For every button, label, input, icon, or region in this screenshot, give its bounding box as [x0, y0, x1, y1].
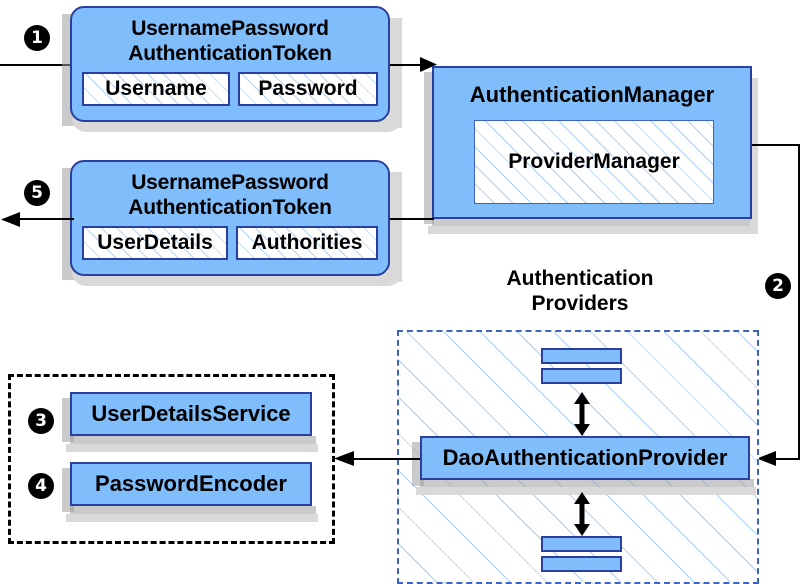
- dao-authentication-provider-box[interactable]: DaoAuthenticationProvider: [420, 436, 750, 480]
- manager-right-exit-line: [752, 144, 800, 146]
- request-token-title: UsernamePassword AuthenticationToken: [128, 17, 332, 65]
- provider-entry-line: [770, 458, 800, 460]
- request-to-manager-line: [390, 64, 424, 66]
- user-details-service-shadow-bottom-light: [66, 444, 318, 452]
- arrow-left-icon: [757, 451, 776, 466]
- auth-manager-shadow-right: [750, 78, 758, 228]
- authentication-manager-box[interactable]: AuthenticationManager ProviderManager: [432, 66, 752, 219]
- password-encoder-box[interactable]: PasswordEncoder: [70, 462, 312, 506]
- incoming-request-line: [0, 64, 72, 66]
- step-marker-5: 5: [24, 180, 50, 206]
- manager-down-line: [798, 144, 800, 460]
- response-token-card[interactable]: UsernamePassword AuthenticationToken Use…: [70, 160, 390, 276]
- response-token-slots: UserDetails Authorities: [72, 226, 388, 260]
- step-marker-1: 1: [24, 25, 50, 51]
- provider-manager-label: ProviderManager: [508, 150, 680, 173]
- user-details-service-shadow-bottom: [70, 436, 316, 446]
- auth-manager-shadow-bottom: [432, 218, 754, 228]
- other-provider-bottom-1[interactable]: [541, 536, 622, 552]
- authentication-manager-title: AuthenticationManager: [469, 82, 715, 107]
- provider-to-services-line: [350, 458, 420, 460]
- manager-to-response-line: [390, 218, 434, 220]
- response-outgoing-line: [18, 218, 74, 220]
- step-marker-3: 3: [28, 408, 54, 434]
- request-token-shadow-right: [388, 18, 402, 128]
- dao-provider-shadow-bottom: [420, 479, 754, 489]
- request-token-slot-username[interactable]: Username: [82, 72, 230, 106]
- other-provider-top-1[interactable]: [541, 348, 622, 364]
- request-token-slots: Username Password: [72, 72, 388, 106]
- user-details-service-box[interactable]: UserDetailsService: [70, 392, 312, 436]
- password-encoder-label: PasswordEncoder: [95, 471, 287, 496]
- auth-manager-shadow-bottom-light: [428, 226, 758, 234]
- arrow-left-icon: [1, 212, 20, 227]
- password-encoder-shadow-bottom: [70, 506, 316, 516]
- response-token-shadow-right: [388, 172, 402, 282]
- step-marker-4: 4: [28, 473, 54, 499]
- dao-provider-shadow-bottom-light: [416, 487, 756, 495]
- user-details-service-label: UserDetailsService: [91, 401, 291, 426]
- response-token-title: UsernamePassword AuthenticationToken: [128, 171, 332, 219]
- request-token-card[interactable]: UsernamePassword AuthenticationToken Use…: [70, 6, 390, 122]
- step-marker-2: 2: [765, 273, 791, 299]
- auth-manager-shadow-left: [424, 72, 434, 224]
- arrow-up-down-icon: [574, 492, 590, 536]
- response-token-slot-userdetails[interactable]: UserDetails: [82, 226, 228, 260]
- response-token-slot-authorities[interactable]: Authorities: [236, 226, 378, 260]
- request-token-slot-password[interactable]: Password: [238, 72, 378, 106]
- other-provider-bottom-2[interactable]: [541, 556, 622, 572]
- arrow-left-icon: [334, 451, 354, 466]
- arrow-up-down-icon: [574, 392, 590, 436]
- other-provider-top-2[interactable]: [541, 368, 622, 384]
- dao-authentication-provider-label: DaoAuthenticationProvider: [442, 445, 728, 470]
- provider-manager-box[interactable]: ProviderManager: [474, 120, 714, 204]
- authentication-providers-title: Authentication Providers: [506, 267, 654, 315]
- arrow-right-icon: [420, 57, 437, 72]
- password-encoder-shadow-bottom-light: [66, 514, 318, 522]
